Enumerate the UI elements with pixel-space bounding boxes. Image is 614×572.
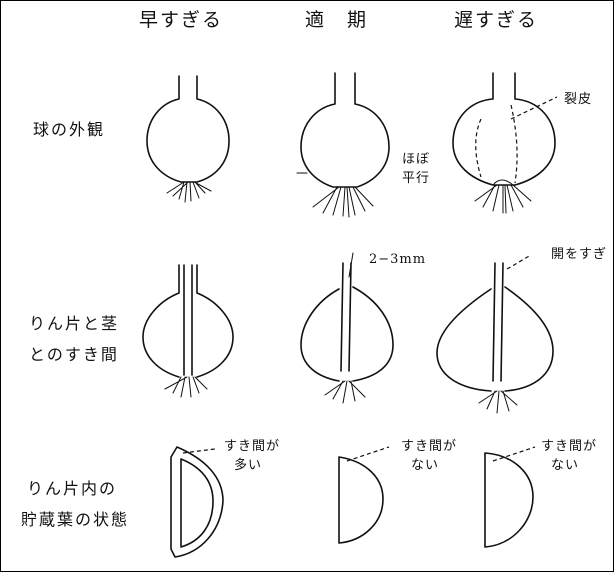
scale-early: [143, 265, 233, 397]
scale-proper: [301, 253, 393, 403]
storage-leaf-early: [171, 447, 223, 557]
storage-leaf-proper: [339, 447, 389, 543]
bulb-late: [453, 73, 557, 213]
bulb-proper: [297, 73, 389, 217]
storage-leaf-late: [485, 447, 535, 547]
bulb-early: [147, 76, 229, 202]
scale-late: [437, 255, 553, 413]
